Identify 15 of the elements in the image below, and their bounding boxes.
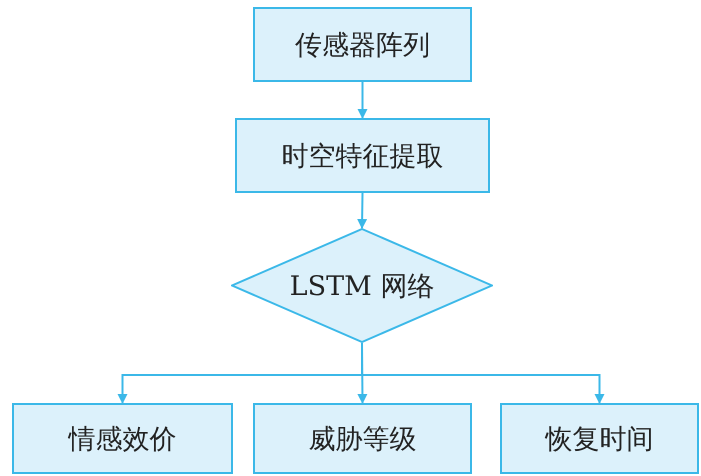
arrow <box>357 192 368 229</box>
node-label: 传感器阵列 <box>295 28 430 62</box>
process-box <box>253 7 472 82</box>
node-label: 威胁等级 <box>308 422 416 456</box>
arrow <box>358 82 368 119</box>
decision-diamond <box>231 228 493 343</box>
process-box <box>235 118 490 193</box>
process-box <box>12 403 233 474</box>
process-box <box>253 403 472 474</box>
node-label: 时空特征提取 <box>282 140 444 174</box>
node-label: LSTM 网络 <box>290 270 434 304</box>
node-label: 情感效价 <box>68 422 176 456</box>
process-box <box>500 403 699 474</box>
node-label: 恢复时间 <box>546 422 654 456</box>
arrow <box>361 343 604 404</box>
